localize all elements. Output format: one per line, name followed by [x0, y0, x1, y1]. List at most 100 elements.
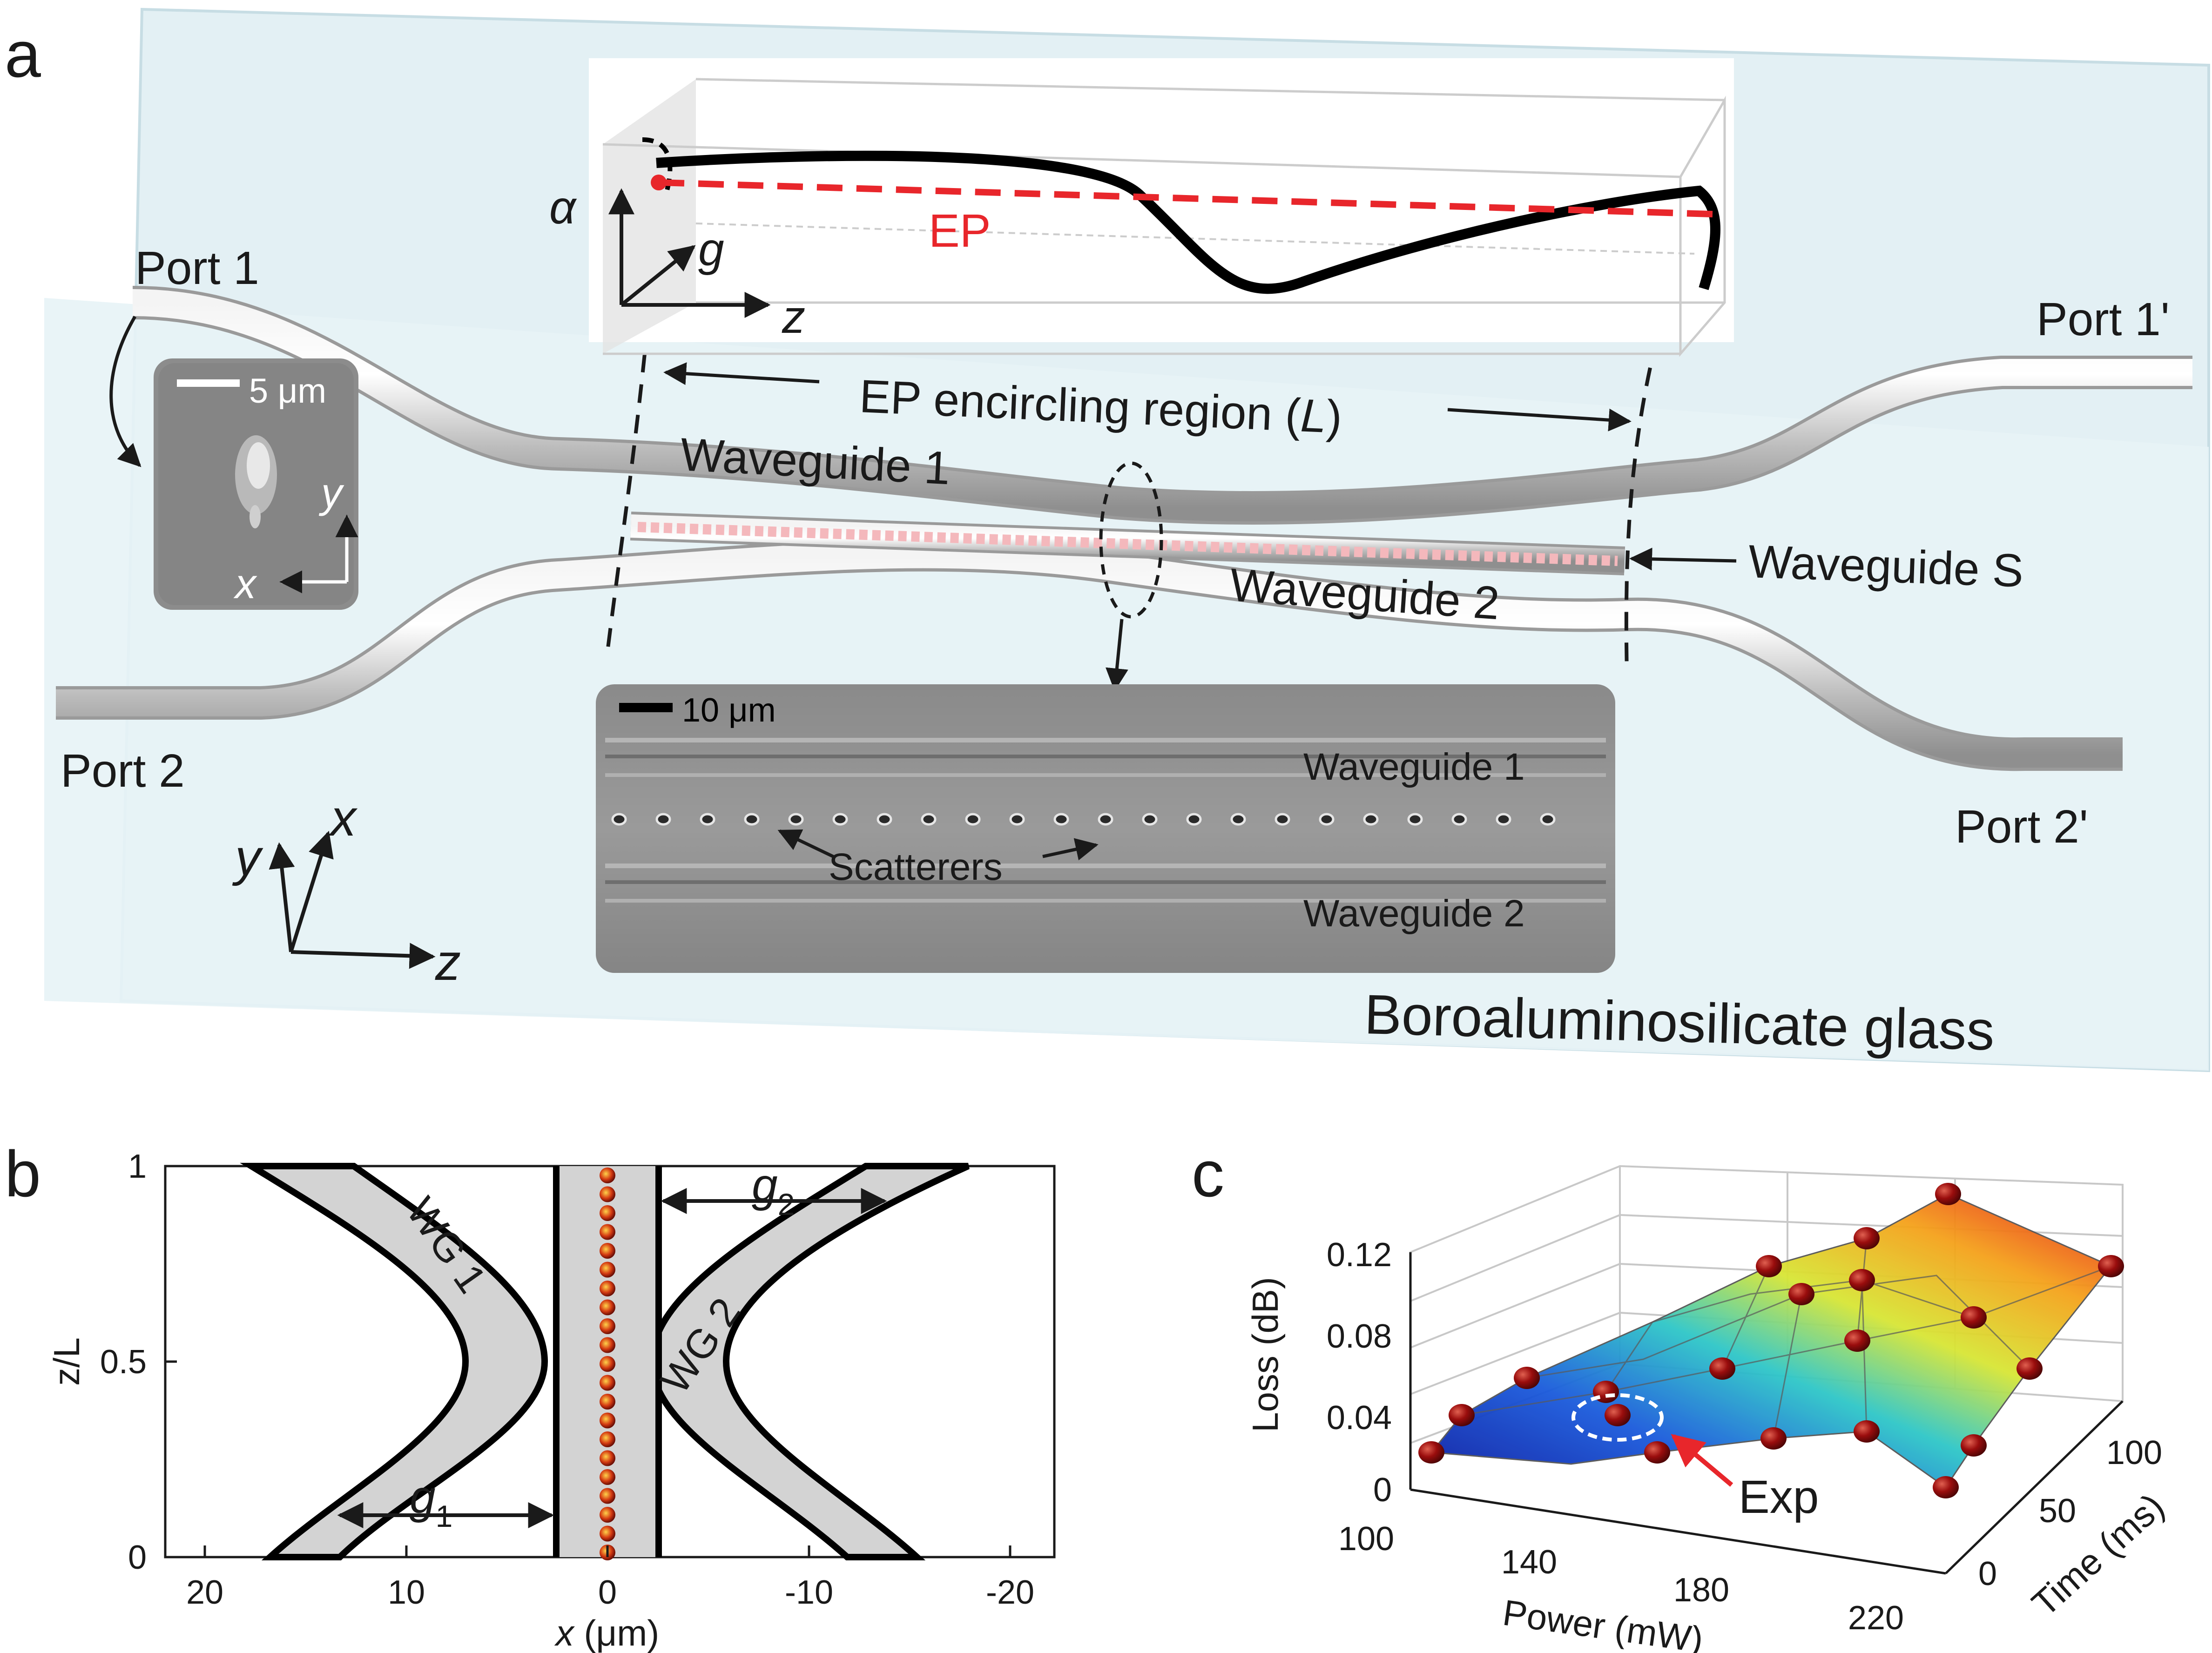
ytick-1: 1 [128, 1148, 147, 1185]
micrograph-scatterer [788, 813, 804, 826]
micrograph-scatterer [1186, 813, 1202, 826]
data-point-sphere [2016, 1357, 2043, 1380]
data-point-sphere [1418, 1441, 1444, 1464]
data-point-sphere [1849, 1269, 1875, 1291]
ep-line [658, 179, 1713, 217]
wg2-band [648, 1163, 970, 1560]
data-point-sphere [1788, 1283, 1814, 1305]
encircling-trajectory [656, 150, 1720, 294]
region-border-right [1624, 367, 1652, 673]
ztick-0.08: 0.08 [1327, 1318, 1392, 1355]
xtick-140: 140 [1501, 1544, 1557, 1581]
micrograph-scatterer [655, 813, 671, 826]
ytick-0: 0 [1978, 1555, 1997, 1592]
data-point-sphere [1844, 1329, 1870, 1352]
panel-c-yticks: 0 50 100 [1978, 1434, 2162, 1592]
data-point-sphere [1935, 1183, 1961, 1205]
scatterer-beads [600, 1167, 615, 1560]
g-axis [620, 245, 696, 307]
scatterers-label: Scatterers [829, 846, 1003, 888]
panel-c-axes [1409, 1252, 2124, 1575]
panel-c-label: c [1192, 1137, 1224, 1210]
global-axes: y x z [232, 789, 461, 991]
exp-circle [1571, 1393, 1664, 1442]
data-point-sphere [1961, 1306, 1987, 1329]
zoom-ellipse [1099, 461, 1163, 619]
micrograph-scatterer [700, 813, 715, 826]
exp-arrow [1671, 1434, 1733, 1487]
region-border-left [606, 353, 647, 652]
micro-scalebar-label: 10 μm [682, 692, 776, 729]
ztick-0.04: 0.04 [1327, 1399, 1392, 1437]
panel-a-label: a [5, 18, 41, 91]
port-1p-label: Port 1' [2037, 293, 2170, 345]
panel-b-label: b [5, 1137, 41, 1210]
micrograph-scatterers [611, 813, 1556, 826]
data-point-sphere [1961, 1434, 1987, 1457]
z-label: z [782, 291, 805, 343]
scatterer-bead [600, 1375, 615, 1391]
micrograph-scatterer [611, 813, 627, 826]
panel-b-xlabel: x (μm) [554, 1613, 660, 1653]
waveguide-s-label: Waveguide S [1747, 535, 2024, 597]
xtick-220: 220 [1848, 1599, 1904, 1637]
g1-label: g1 [410, 1471, 452, 1533]
port-2p-label: Port 2' [1955, 801, 2088, 853]
mode-scalebar-label: 5 μm [249, 371, 326, 410]
micrograph-scatterer [1319, 813, 1335, 826]
region-arrow-left [663, 362, 820, 385]
micrograph-scatterer [1275, 813, 1290, 826]
panel-b-yticks: 1 0.5 0 [100, 1148, 177, 1576]
micrograph-scatterer [921, 813, 937, 826]
scatterer-chain [637, 522, 1618, 566]
scatterer-bead [600, 1356, 615, 1372]
waveguide-s-arrow [1629, 547, 1737, 571]
ytick-100: 100 [2106, 1434, 2162, 1471]
data-point-sphere [1760, 1427, 1787, 1450]
micro-scalebar [619, 703, 673, 712]
scatterer-bead [600, 1299, 615, 1316]
xtick-neg20: -20 [986, 1574, 1034, 1611]
parameter-space-inset: α g z EP [549, 58, 1734, 357]
mode-y-label: y [318, 470, 344, 517]
scatterer-bead [600, 1507, 615, 1523]
global-y-label: y [232, 829, 263, 886]
panel-b-xticks: 20 10 0 -10 -20 [186, 1545, 1034, 1611]
global-z-label: z [435, 934, 461, 991]
port-1-arrow [109, 316, 142, 467]
data-point-sphere [1514, 1367, 1540, 1389]
scatterer-bead [600, 1412, 615, 1429]
scatterer-bead [600, 1205, 615, 1221]
global-x-label: x [328, 789, 358, 847]
panel-c-zlabel: Loss (dB) [1245, 1277, 1286, 1432]
data-point-sphere [1605, 1404, 1631, 1426]
data-point-sphere [1644, 1441, 1670, 1464]
data-point-sphere [1593, 1381, 1619, 1403]
xtick-180: 180 [1673, 1572, 1729, 1609]
xtick-10: 10 [388, 1574, 425, 1611]
ytick-0.5: 0.5 [100, 1343, 147, 1381]
ytick-0: 0 [128, 1539, 147, 1576]
scatterer-bead [600, 1186, 615, 1202]
alpha-label: α [549, 182, 577, 234]
global-y-axis [269, 842, 295, 952]
panel-a: a EP encircling region (L) Port 1 Port 2… [5, 7, 2210, 1073]
ep-label: EP [929, 205, 991, 257]
micrograph-scatterer [1451, 813, 1467, 826]
scatterer-bead [600, 1243, 615, 1259]
ztick-0: 0 [1373, 1471, 1392, 1509]
mode-profile-inset: 5 μm y x [154, 358, 358, 610]
panel-c: c [1192, 1137, 2172, 1653]
micro-wg2-label: Waveguide 2 [1303, 892, 1525, 935]
mode-scalebar [177, 379, 240, 387]
xtick-neg10: -10 [785, 1574, 833, 1611]
scatterer-bead [600, 1469, 615, 1485]
g-label: g [698, 223, 724, 276]
scatterer-bead [600, 1337, 615, 1353]
micrograph-scatterer [1496, 813, 1511, 826]
panel-c-xticks: 100 140 180 220 [1338, 1520, 1904, 1637]
micrograph-scatterer [877, 813, 892, 826]
micrograph-scatterer [1053, 813, 1069, 826]
scatterers-arrow-right [1042, 838, 1099, 861]
